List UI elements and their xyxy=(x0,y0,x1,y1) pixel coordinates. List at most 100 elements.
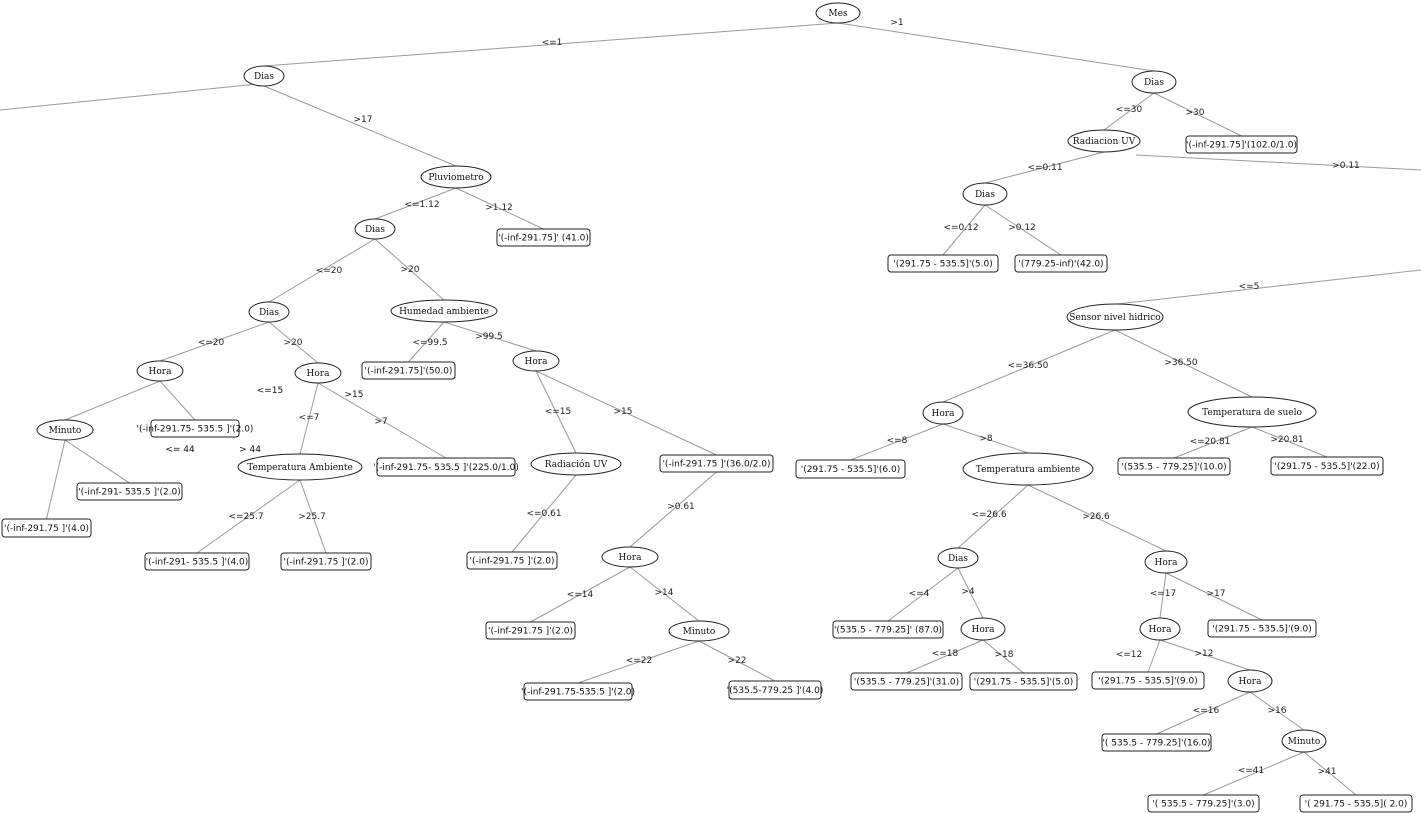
leaf-node[interactable]: '(535.5-779.25 ]'(4.0) xyxy=(727,680,824,700)
edge-label: >41 xyxy=(1318,767,1337,777)
edge-label: >20 xyxy=(401,265,420,275)
stray-label: >15 xyxy=(345,390,364,400)
leaf-node-label: '(-inf-291.75]'(102.0/1.0) xyxy=(1186,141,1297,151)
leaf-node[interactable]: '(-inf-291.75]' (41.0) xyxy=(496,228,591,247)
leaf-node[interactable]: '(-inf-291.75 ]'(4.0) xyxy=(1,518,92,538)
decision-node-shape xyxy=(1066,303,1164,331)
decision-node[interactable]: Temperatura Ambiente xyxy=(237,453,363,481)
tree-edge xyxy=(942,329,1116,403)
leaf-node[interactable]: '(-inf-291- 535.5 ]'(4.0) xyxy=(144,552,250,571)
edge-label: <=1 xyxy=(542,38,563,48)
tree-edge xyxy=(159,321,270,362)
decision-node[interactable]: Minuto xyxy=(36,419,94,441)
leaf-node[interactable]: '(535.5 - 779.25]' (87.0) xyxy=(832,620,944,639)
leaf-node[interactable]: '(291.75 - 535.5]'(6.0) xyxy=(795,459,906,479)
decision-node[interactable]: Hora xyxy=(922,401,964,425)
decision-node[interactable]: Sensor nivel hidrico xyxy=(1066,303,1164,331)
leaf-node[interactable]: '(-inf-291.75]'(50.0) xyxy=(361,361,456,380)
decision-node[interactable]: Hora xyxy=(136,360,184,382)
edge-label: >0.11 xyxy=(1332,161,1360,171)
decision-node[interactable]: Humedad ambiente xyxy=(390,299,498,323)
decision-node[interactable]: Radiación UV xyxy=(530,452,622,476)
decision-node[interactable]: Dias xyxy=(1131,70,1177,94)
tree-edge xyxy=(906,639,984,674)
decision-node-label: Temperatura Ambiente xyxy=(247,463,353,473)
tree-edge xyxy=(196,479,301,554)
decision-node-label: Temperatura ambiente xyxy=(976,465,1080,475)
decision-node-label: Humedad ambiente xyxy=(399,307,489,317)
leaf-node-label: '(291.75 - 535.5]'(5.0) xyxy=(974,678,1074,688)
tree-edge xyxy=(374,187,457,220)
decision-node[interactable]: Minuto xyxy=(1281,729,1327,753)
edge-label: >26.6 xyxy=(1082,512,1110,522)
leaf-node[interactable]: '( 535.5 - 779.25]'(3.0) xyxy=(1147,794,1260,813)
edge-label: >18 xyxy=(995,650,1014,660)
decision-node-label: Dias xyxy=(259,308,279,318)
decision-node[interactable]: Hora xyxy=(1144,550,1188,574)
leaf-node[interactable]: '(-inf-291.75- 535.5 ]'(2.0) xyxy=(137,419,254,438)
tree-edge xyxy=(268,238,376,303)
edge-label: <=12 xyxy=(1116,650,1143,660)
leaf-node-box xyxy=(850,672,963,691)
leaf-node[interactable]: '(779.25-inf)'(42.0) xyxy=(1014,254,1108,273)
decision-node[interactable]: Temperatura de suelo xyxy=(1187,396,1317,428)
decision-node[interactable]: Dias xyxy=(243,65,285,87)
decision-node-shape xyxy=(294,362,342,384)
leaf-node-box xyxy=(1147,794,1260,813)
leaf-node[interactable]: '(-inf-291.75]'(102.0/1.0) xyxy=(1185,135,1298,154)
tree-edge xyxy=(511,474,577,553)
tree-edge xyxy=(850,423,944,461)
tree-edge xyxy=(159,380,196,421)
edge-label: <=5 xyxy=(1239,282,1260,292)
decision-node-label: Minuto xyxy=(1288,737,1321,747)
leaf-node-label: '(291.75 - 535.5]'(5.0) xyxy=(893,260,993,270)
leaf-node[interactable]: '(291.75 - 535.5]'(9.0) xyxy=(1091,671,1205,690)
edge-label: <=17 xyxy=(1150,589,1177,599)
decision-node[interactable]: Hora xyxy=(601,546,659,568)
leaf-node[interactable]: '(-inf-291.75- 535.5 ]'(225.0/1.0) xyxy=(373,457,519,477)
leaf-node[interactable]: '(-inf-291.75 ]'(2.0) xyxy=(466,551,558,570)
decision-node-shape xyxy=(1281,729,1327,753)
decision-node[interactable]: Dias xyxy=(962,182,1008,206)
edge-label: >7 xyxy=(374,417,387,427)
leaf-node[interactable]: '(535.5 - 779.25]'(31.0) xyxy=(850,672,963,691)
edge-label: >16 xyxy=(1268,706,1287,716)
stray-label: > 44 xyxy=(239,445,261,455)
leaf-node[interactable]: '(-inf-291- 535.5 ]'(2.0) xyxy=(76,482,183,501)
decision-node[interactable]: Temperatura ambiente xyxy=(962,452,1094,486)
decision-node-shape xyxy=(962,182,1008,206)
leaf-node-label: '(-inf-291- 535.5 ]'(2.0) xyxy=(78,488,181,498)
decision-node[interactable]: Radiacion UV xyxy=(1067,129,1141,153)
decision-node[interactable]: Dias xyxy=(248,301,290,323)
decision-node-shape xyxy=(36,419,94,441)
edge-label: >15 xyxy=(614,407,633,417)
leaf-node[interactable]: '(291.75 - 535.5]'(22.0) xyxy=(1270,456,1384,476)
leaf-node[interactable]: '(-inf-291.75 ]'(2.0) xyxy=(280,552,372,571)
leaf-node[interactable]: '(-inf-291.75 ]'(36.0/2.0) xyxy=(659,454,774,473)
decision-node[interactable]: Hora xyxy=(1227,669,1273,693)
leaf-node[interactable]: '(-inf-291.75 ]'(2.0) xyxy=(485,621,576,640)
decision-node[interactable]: Dias xyxy=(354,218,396,240)
tree-edge xyxy=(374,238,445,301)
leaf-node[interactable]: '( 535.5 - 779.25]'(16.0) xyxy=(1101,733,1212,752)
decision-node[interactable]: Dias xyxy=(937,547,979,569)
tree-edge xyxy=(957,567,984,619)
leaf-node[interactable]: '(291.75 - 535.5]'(5.0) xyxy=(969,672,1078,691)
edge-label: <=22 xyxy=(626,656,653,666)
leaf-node[interactable]: '(535.5 - 779.25]'(10.0) xyxy=(1117,457,1231,476)
tree-edge xyxy=(887,567,959,622)
decision-node[interactable]: Minuto xyxy=(668,620,730,642)
leaf-node[interactable]: '(291.75 - 535.5]'(5.0) xyxy=(887,254,999,273)
decision-node[interactable]: Hora xyxy=(294,362,342,384)
tree-edge xyxy=(317,382,447,459)
decision-node[interactable]: Pluviometro xyxy=(420,165,492,189)
decision-node-shape xyxy=(1187,396,1317,428)
decision-node[interactable]: Hora xyxy=(512,350,560,372)
decision-node[interactable]: Hora xyxy=(1139,617,1181,641)
decision-node[interactable]: Hora xyxy=(960,617,1006,641)
decision-node[interactable]: Mes xyxy=(815,2,861,24)
leaf-node[interactable]: '( 291.75 - 535.5]( 2.0) xyxy=(1299,794,1413,813)
leaf-node[interactable]: '(-inf-291.75-535.5 ]'(2.0) xyxy=(521,682,635,701)
leaf-node[interactable]: '(291.75 - 535.5]'(9.0) xyxy=(1207,619,1317,638)
